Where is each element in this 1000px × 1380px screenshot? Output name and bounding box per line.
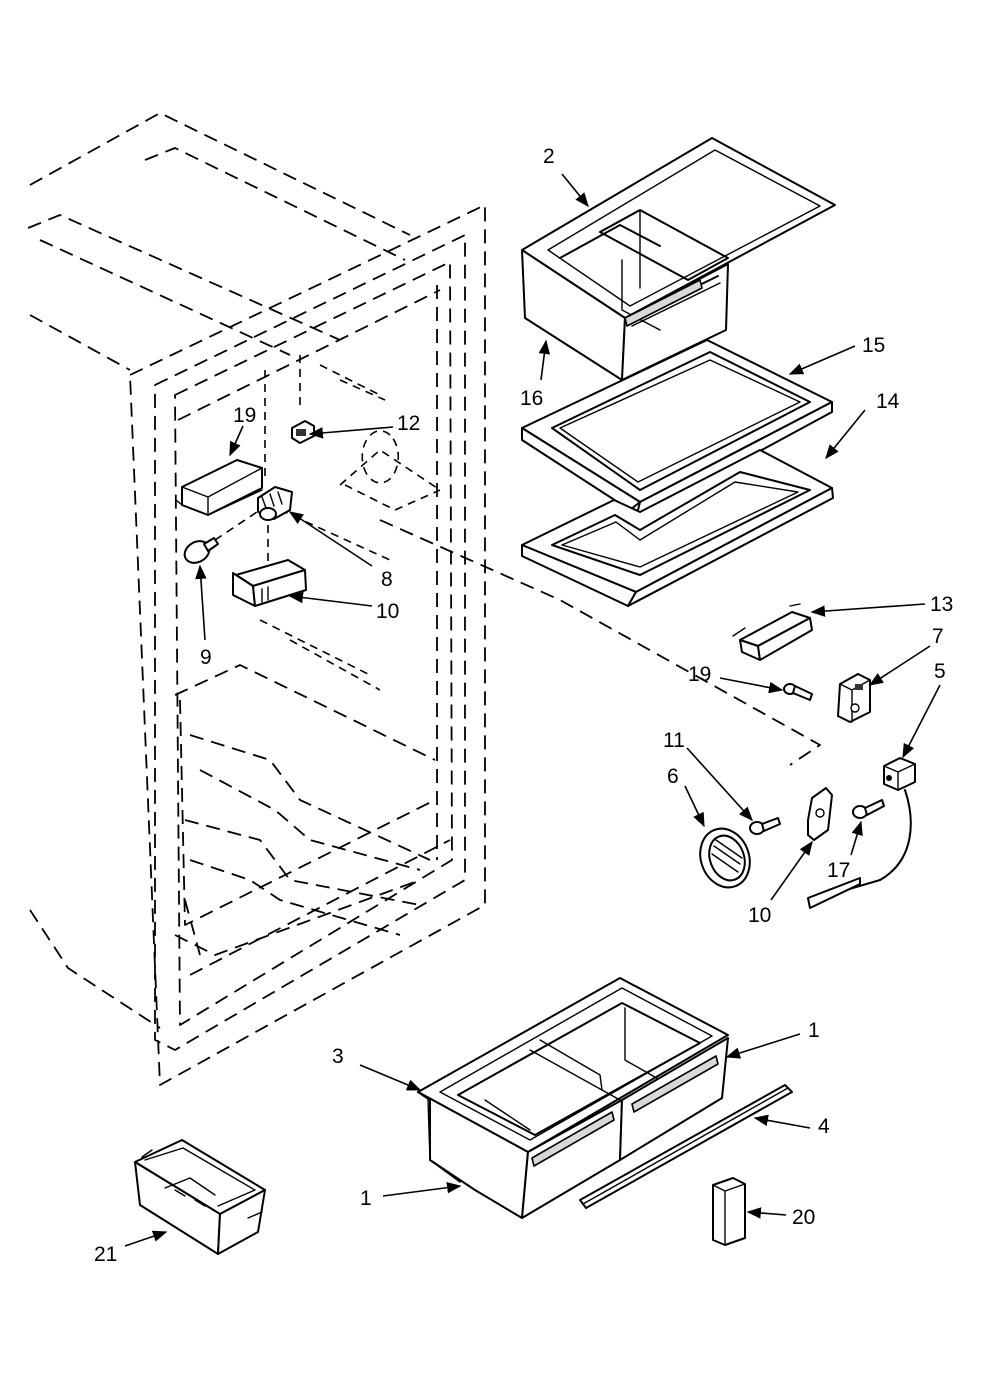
callout-10: 10 [376, 600, 399, 623]
callout-15: 14 [876, 390, 900, 413]
lower-basket-assembly [417, 977, 729, 1219]
callout-13: 12 [397, 412, 420, 435]
cabinet-outline [27, 112, 486, 1086]
callout-7: 7 [932, 625, 944, 648]
callout-5: 5 [934, 660, 946, 683]
callout-4: 4 [818, 1115, 830, 1138]
callout-6: 6 [667, 765, 679, 788]
screw-part-18 [852, 799, 885, 819]
callout-1-left: 1 [360, 1187, 372, 1210]
light-bulb-part [183, 537, 219, 564]
bracket-part-14 [732, 603, 813, 661]
leader-lines [124, 173, 941, 1247]
plate-part-11 [807, 787, 833, 841]
callout-2: 2 [543, 145, 555, 168]
callout-19-right: 19 [688, 663, 711, 686]
light-socket-part [257, 486, 293, 521]
rail-part-4 [579, 1084, 793, 1209]
callout-3: 3 [332, 1045, 344, 1068]
callout-18: 17 [827, 859, 850, 882]
callout-8: 8 [381, 568, 393, 591]
callout-16: 15 [862, 334, 885, 357]
callout-21: 21 [94, 1243, 117, 1266]
callout-19-left: 19 [233, 404, 256, 427]
upper-basket-part [521, 137, 836, 381]
switch-part-13 [291, 420, 315, 444]
callout-labels: 2 16 15 14 12 19 8 10 9 13 7 19 5 11 6 1… [94, 145, 953, 1266]
callout-9: 9 [200, 646, 212, 669]
thermostat-part-7 [837, 673, 871, 723]
block-part-20 [712, 1177, 746, 1246]
bracket-part [232, 559, 307, 607]
guide-line [379, 519, 821, 766]
guide-line-bulb [214, 509, 261, 541]
callout-17: 16 [520, 387, 543, 410]
screw-part-19 [783, 683, 813, 701]
shelf-frame-15 [521, 449, 834, 607]
callout-20: 20 [792, 1206, 815, 1229]
callout-14: 13 [930, 593, 953, 616]
callout-11: 10 [748, 904, 771, 927]
light-shield-part [175, 459, 263, 516]
bin-part-21 [134, 1139, 266, 1255]
callout-1-right: 1 [808, 1019, 820, 1042]
callout-12: 11 [663, 729, 685, 752]
screw-part-12 [749, 817, 781, 835]
knob-part-6 [699, 827, 751, 889]
control-part-5 [807, 757, 916, 909]
